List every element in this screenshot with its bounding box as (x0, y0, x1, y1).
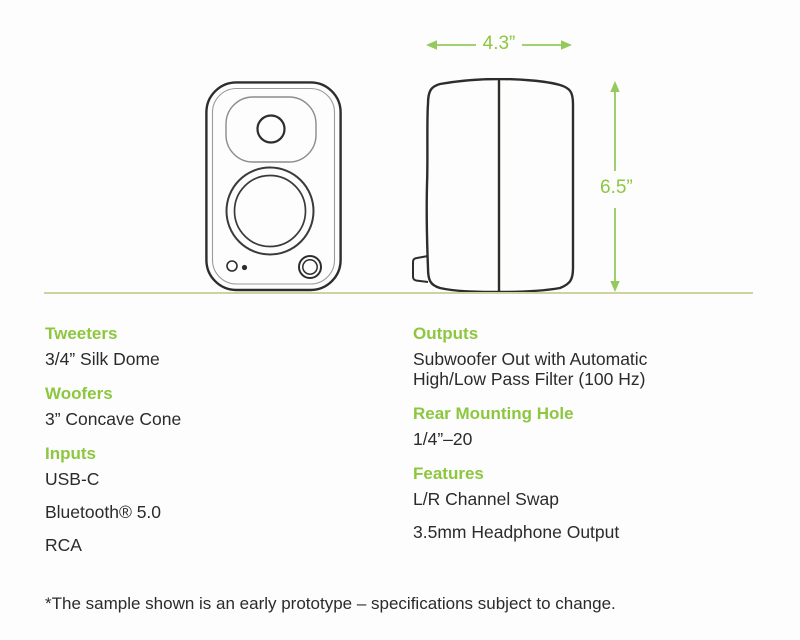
spec-value: 3.5mm Headphone Output (413, 522, 620, 542)
spec-value: USB-C (45, 469, 100, 489)
arrow-right-icon (561, 40, 572, 50)
spec-group-inputs: Inputs USB-C Bluetooth® 5.0 RCA (45, 444, 375, 555)
led-indicator (226, 260, 238, 272)
woofer-surround (225, 166, 315, 256)
spec-value: Bluetooth® 5.0 (45, 502, 162, 522)
tweeter-plate-outline (225, 96, 317, 163)
spec-value: 3/4” Silk Dome (45, 349, 160, 369)
ground-line (44, 292, 753, 294)
spec-value: Subwoofer Out with Automatic High/Low Pa… (413, 349, 648, 389)
spec-group-rear-mounting-hole: Rear Mounting Hole 1/4”–20 (413, 404, 675, 449)
spec-heading-tweeters: Tweeters (45, 324, 118, 343)
spec-heading-outputs: Outputs (413, 324, 479, 343)
width-dimension-arrows (426, 40, 572, 50)
spec-value: 3” Concave Cone (45, 409, 182, 429)
spec-column-right: Outputs Subwoofer Out with Automatic Hig… (413, 324, 675, 557)
spec-group-woofers: Woofers 3” Concave Cone (45, 384, 375, 429)
spec-group-tweeters: Tweeters 3/4” Silk Dome (45, 324, 375, 369)
mount-tab (412, 255, 429, 283)
spec-group-features: Features L/R Channel Swap 3.5mm Headphon… (413, 464, 675, 542)
arrow-down-icon (610, 281, 620, 292)
tweeter-dome (256, 114, 286, 144)
spec-value: L/R Channel Swap (413, 489, 559, 509)
spec-heading-woofers: Woofers (45, 384, 113, 403)
width-dimension: 4.3” (424, 33, 574, 57)
arrow-left-icon (426, 40, 437, 50)
spec-heading-rear-mounting-hole: Rear Mounting Hole (413, 404, 574, 423)
height-dimension-label: 6.5” (600, 177, 633, 198)
spec-heading-inputs: Inputs (45, 444, 96, 463)
cabinet-inner-outline (211, 87, 336, 285)
speaker-front-view-drawing (205, 81, 342, 292)
woofer-cone (233, 174, 307, 248)
spec-column-left: Tweeters 3/4” Silk Dome Woofers 3” Conca… (45, 324, 375, 570)
speaker-side-view-drawing (412, 77, 575, 294)
cabinet-outline (205, 81, 342, 292)
spec-value: 1/4”–20 (413, 429, 473, 449)
volume-knob-inner (302, 259, 318, 275)
height-dimension-arrows (610, 81, 620, 292)
spec-value: RCA (45, 535, 82, 555)
arrow-up-icon (610, 81, 620, 92)
spec-heading-features: Features (413, 464, 484, 483)
height-dimension: 6.5” (600, 78, 633, 294)
speaker-front-view-illustration (205, 81, 342, 292)
prototype-disclaimer: *The sample shown is an early prototype … (45, 594, 616, 613)
width-dimension-label: 4.3” (482, 33, 516, 54)
volume-knob-outer (298, 255, 322, 279)
speaker-side-view-illustration (410, 77, 576, 294)
ir-sensor-dot (241, 264, 248, 271)
spec-group-outputs: Outputs Subwoofer Out with Automatic Hig… (413, 324, 675, 389)
